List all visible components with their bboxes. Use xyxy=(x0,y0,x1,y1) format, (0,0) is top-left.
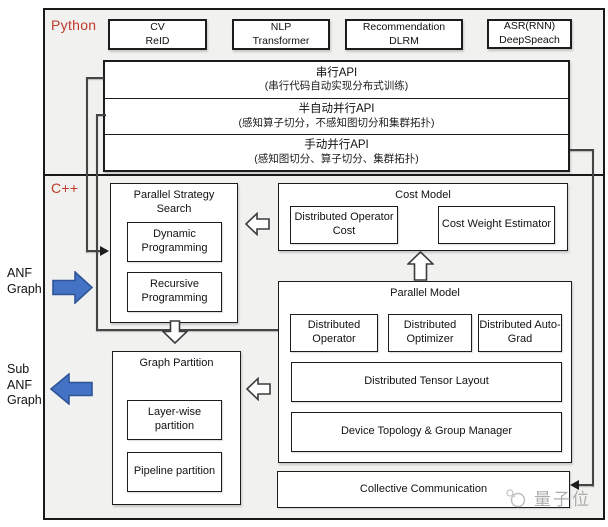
graph-partition-title: Graph Partition xyxy=(139,357,214,369)
anf-graph-label-line1: ANF xyxy=(7,266,32,280)
layer-wise-partition-box: Layer-wise partition xyxy=(127,400,222,440)
flow-arrow-left-costmodel-to-search-icon xyxy=(245,212,270,236)
sub-anf-graph-label-line3: Graph xyxy=(7,393,42,408)
api-stack: 串行API (串行代码自动实现分布式训练) 半自动并行API (感知算子切分，不… xyxy=(103,60,570,172)
connector-semiauto-api-v xyxy=(96,114,98,330)
connector-semiauto-api-h xyxy=(96,114,106,116)
app-box-asr-deepspeach: ASR(RNN) DeepSpeach xyxy=(487,19,572,49)
distributed-tensor-layout-box: Distributed Tensor Layout xyxy=(291,362,562,402)
sub-anf-graph-label: Sub ANF Graph xyxy=(7,362,42,409)
app-box-line1: ASR(RNN) xyxy=(503,20,556,33)
api-row-title: 半自动并行API xyxy=(298,103,375,116)
watermark: 量子位 xyxy=(504,485,591,510)
connector-serial-api-v xyxy=(86,77,88,252)
cost-model-title: Cost Model xyxy=(395,189,451,201)
connector-semiauto-api-h2 xyxy=(96,329,281,331)
connector-serial-api-h xyxy=(86,77,104,79)
api-row-title: 串行API xyxy=(315,66,358,79)
distributed-operator-cost-box: Distributed Operator Cost xyxy=(290,206,398,244)
app-box-line1: Recommendation xyxy=(362,20,446,33)
api-row-desc: (感知图切分、算子切分、集群拓扑) xyxy=(254,152,419,165)
anf-graph-label-line2: Graph xyxy=(7,281,42,296)
parallel-model-title: Parallel Model xyxy=(390,287,460,299)
cpp-section-label: C++ xyxy=(51,180,79,196)
section-divider xyxy=(43,174,603,176)
distributed-auto-grad-box: Distributed Auto-Grad xyxy=(478,314,562,352)
api-row-manual-parallel: 手动并行API (感知图切分、算子切分、集群拓扑) xyxy=(105,134,568,170)
app-box-nlp-transformer: NLP Transformer xyxy=(232,19,330,50)
app-box-line2: DeepSpeach xyxy=(499,34,560,46)
api-row-title: 手动并行API xyxy=(304,139,369,152)
app-box-line1: NLP xyxy=(270,20,292,33)
app-box-line2: Transformer xyxy=(252,34,310,47)
collective-communication-box: Collective Communication xyxy=(277,471,570,508)
app-box-line2: DLRM xyxy=(389,34,419,47)
anf-graph-label: ANF Graph xyxy=(7,266,42,297)
api-row-serial: 串行API (串行代码自动实现分布式训练) xyxy=(105,62,568,98)
api-row-desc: (串行代码自动实现分布式训练) xyxy=(264,80,409,93)
qbitai-logo-icon xyxy=(506,488,526,507)
app-box-line2: ReID xyxy=(145,34,170,47)
app-box-cv-reid: CV ReID xyxy=(108,19,207,50)
anf-graph-input-arrow-icon xyxy=(52,271,93,304)
dynamic-programming-box: Dynamic Programming xyxy=(127,222,222,262)
pipeline-partition-box: Pipeline partition xyxy=(127,452,222,492)
parallel-strategy-search-title: Parallel Strategy Search xyxy=(133,189,215,215)
app-box-line1: CV xyxy=(150,20,165,33)
recursive-programming-box: Recursive Programming xyxy=(127,272,222,312)
api-row-semi-auto-parallel: 半自动并行API (感知算子切分，不感知图切分和集群拓扑) xyxy=(105,98,568,134)
sub-anf-graph-label-line1: Sub xyxy=(7,362,30,376)
connector-manual-api-h2 xyxy=(578,484,594,486)
flow-arrow-up-parallelmodel-to-costmodel-icon xyxy=(407,251,434,281)
arrowhead-into-strategy-search xyxy=(100,246,109,256)
distributed-operator-box: Distributed Operator xyxy=(290,314,378,352)
connector-manual-api-v xyxy=(592,149,594,486)
connector-serial-api-h2 xyxy=(86,250,101,252)
flow-arrow-down-search-to-graphpartition-icon xyxy=(162,320,188,344)
connector-manual-api-h xyxy=(570,149,594,151)
watermark-text: 量子位 xyxy=(534,490,591,509)
api-row-desc: (感知算子切分，不感知图切分和集群拓扑) xyxy=(238,116,435,129)
sub-anf-graph-output-arrow-icon xyxy=(50,373,93,405)
app-box-recommendation-dlrm: Recommendation DLRM xyxy=(345,19,463,50)
flow-arrow-left-parallelmodel-to-graphpartition-icon xyxy=(246,377,271,401)
python-section-label: Python xyxy=(51,17,97,33)
device-topology-group-manager-box: Device Topology & Group Manager xyxy=(291,412,562,452)
cost-weight-estimator-box: Cost Weight Estimator xyxy=(438,206,555,244)
sub-anf-graph-label-line2: ANF xyxy=(7,377,32,392)
distributed-optimizer-box: Distributed Optimizer xyxy=(388,314,472,352)
arrowhead-into-collective-communication xyxy=(570,480,579,490)
